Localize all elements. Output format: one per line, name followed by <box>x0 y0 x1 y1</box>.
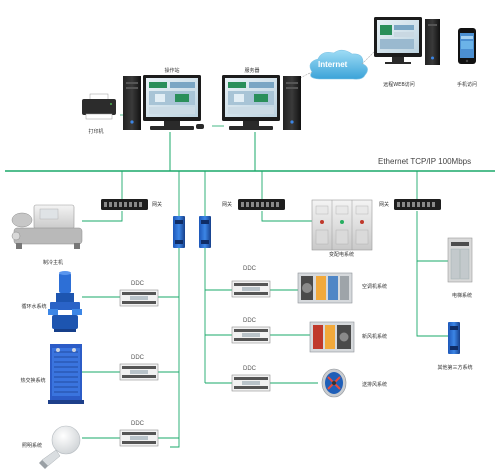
gateway-3 <box>394 199 441 210</box>
workstation-label: 操作站 <box>164 68 180 74</box>
network-module-2 <box>199 216 211 248</box>
ddc-label-5: DDC <box>243 318 256 324</box>
exhaust-fan <box>321 368 347 398</box>
led-bulb <box>39 425 81 469</box>
ddc-controller-5 <box>231 326 271 344</box>
gateway-1 <box>101 199 148 210</box>
remote-web-label: 远程WEB访问 <box>383 82 415 88</box>
third-party-module <box>448 322 460 354</box>
gateway-label-3: 网关 <box>379 202 390 208</box>
elevator-label: 电梯系统 <box>451 293 473 299</box>
network-module-1 <box>173 216 185 248</box>
printer-label: 打印机 <box>88 129 104 135</box>
lighting-label: 照明系统 <box>21 443 43 449</box>
ddc-controller-2 <box>119 363 159 381</box>
ac-unit <box>297 272 353 304</box>
chiller-label: 制冷主机 <box>42 260 64 266</box>
exhaust-label: 送排风系统 <box>362 382 388 388</box>
power-label: 变配电系统 <box>329 252 355 258</box>
circulation-pump <box>48 271 82 332</box>
switchgear-cabinet <box>311 199 373 251</box>
mobile-label: 手机访问 <box>456 82 478 88</box>
ddc-controller-6 <box>231 374 271 392</box>
chiller-unit <box>11 204 83 249</box>
ddc-controller-1 <box>119 289 159 307</box>
ac-label: 空调机系统 <box>362 284 388 290</box>
ddc-label-1: DDC <box>131 281 144 287</box>
printer <box>82 93 116 120</box>
server-computer <box>222 75 301 130</box>
workstation-computer <box>123 75 204 130</box>
fresh-air-unit <box>309 321 355 353</box>
server-label: 服务器 <box>244 68 260 74</box>
heat-exchange-label: 热交换系统 <box>20 378 46 384</box>
internet-cloud <box>309 49 368 80</box>
ddc-label-2: DDC <box>131 355 144 361</box>
gateway-2 <box>238 199 285 210</box>
fresh-air-label: 新风机系统 <box>362 334 388 340</box>
elevator-door <box>447 237 473 283</box>
gateway-label-2: 网关 <box>222 202 233 208</box>
plate-heat-exchanger <box>48 344 84 404</box>
remote-web-computer <box>374 17 440 65</box>
internet-label: Internet <box>318 60 348 69</box>
mobile-phone <box>458 28 476 64</box>
ddc-label-3: DDC <box>131 421 144 427</box>
ddc-label-4: DDC <box>243 266 256 272</box>
other-label: 其他第三方系统 <box>437 365 473 371</box>
ddc-controller-3 <box>119 429 159 447</box>
field-wiring <box>82 171 448 448</box>
ddc-controller-4 <box>231 280 271 298</box>
ddc-label-6: DDC <box>243 366 256 372</box>
pump-label: 循环水系统 <box>21 304 47 310</box>
ethernet-label: Ethernet TCP/IP 100Mbps <box>378 157 472 166</box>
gateway-label-1: 网关 <box>152 202 163 208</box>
